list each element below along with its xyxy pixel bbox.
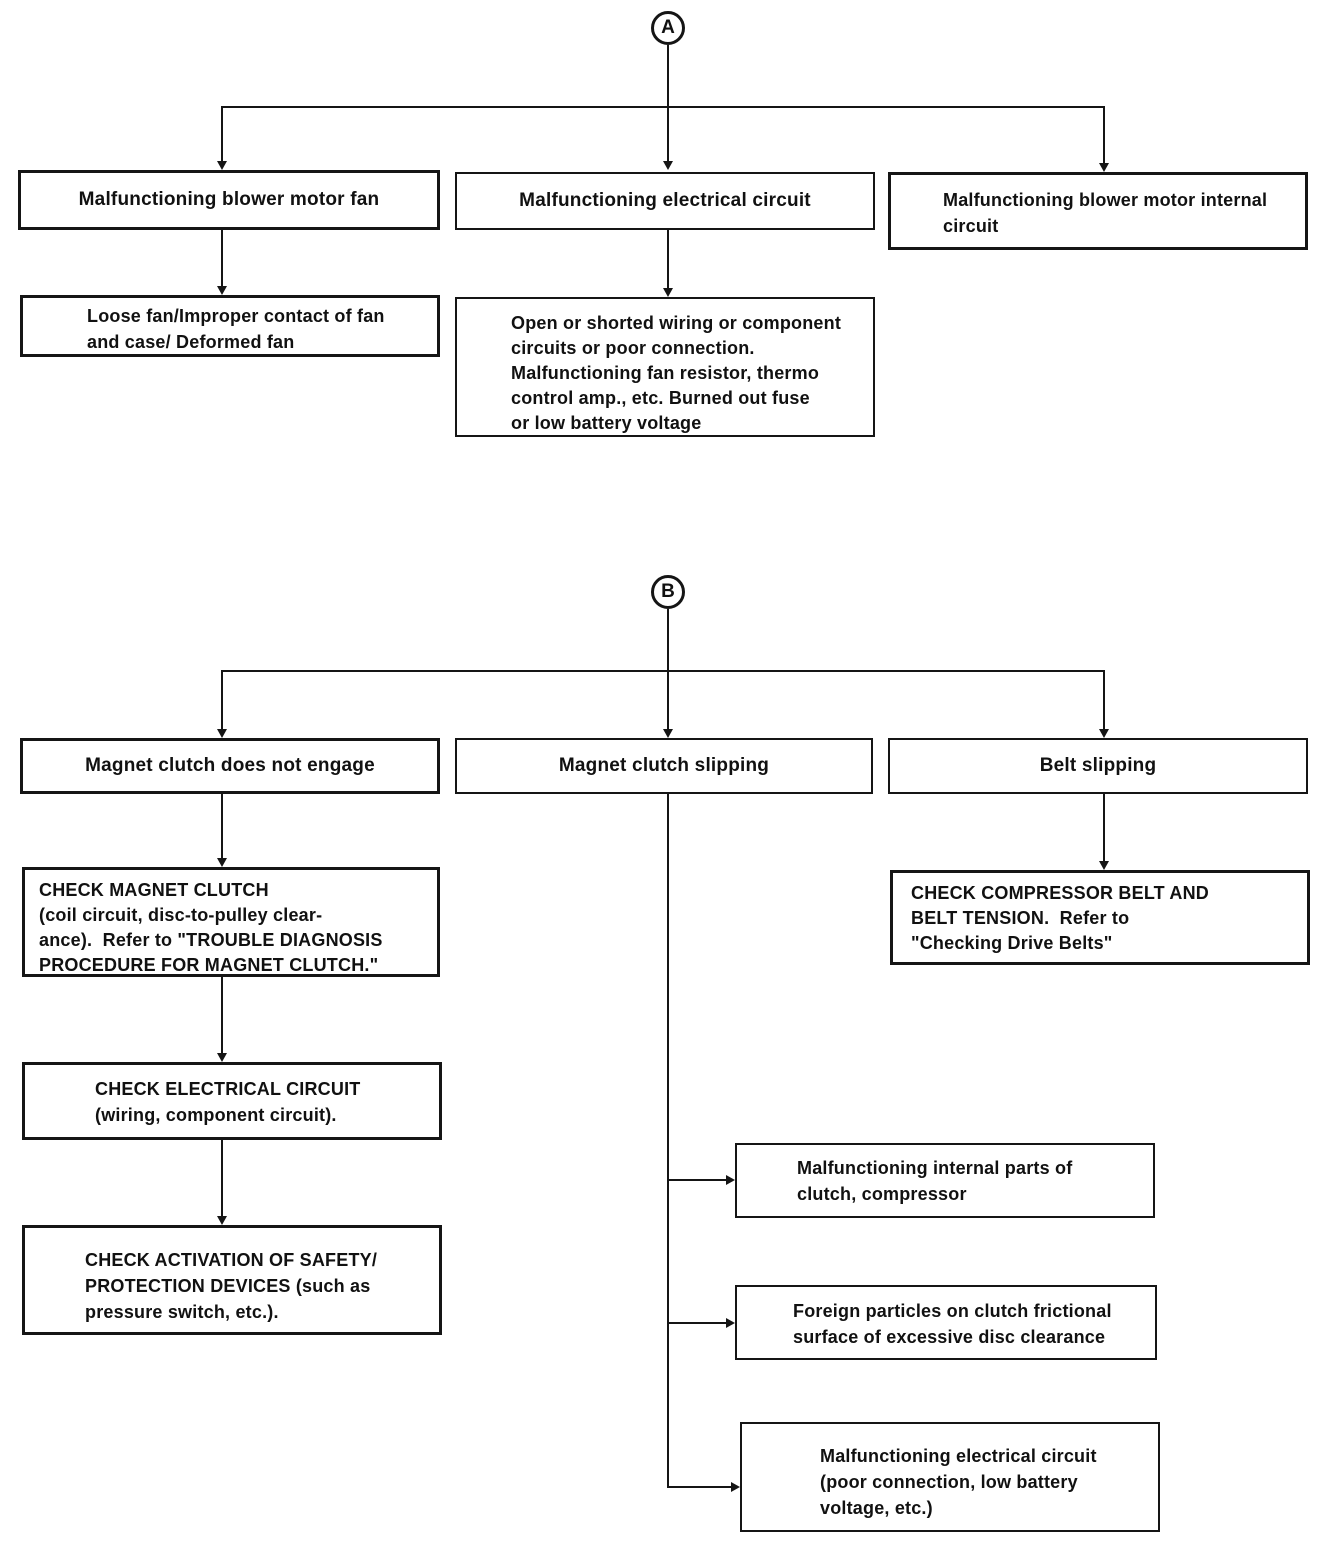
flow-line [668, 1179, 728, 1181]
arrowhead-down-icon [1099, 729, 1109, 738]
node-malfunctioning-electrical-circuit: Malfunctioning electrical circuit [455, 172, 875, 230]
node-label: Foreign particles on clutch frictional s… [793, 1301, 1112, 1347]
flow-line [667, 794, 669, 1488]
node-label: CHECK ACTIVATION OF SAFETY/ PROTECTION D… [85, 1250, 378, 1322]
flow-line [221, 106, 223, 162]
arrowhead-down-icon [663, 288, 673, 297]
node-label: Malfunctioning electrical circuit [519, 190, 811, 211]
arrowhead-down-icon [217, 858, 227, 867]
flow-line [221, 230, 223, 288]
node-label: Magnet clutch does not engage [85, 755, 375, 776]
node-label: Magnet clutch slipping [558, 755, 770, 776]
node-foreign-particles-clutch: Foreign particles on clutch frictional s… [735, 1285, 1157, 1360]
arrowhead-right-icon [731, 1482, 740, 1492]
flow-line [667, 45, 669, 108]
flow-line [221, 670, 223, 730]
flow-line [221, 794, 223, 860]
flow-line [221, 1140, 223, 1218]
arrowhead-down-icon [217, 161, 227, 170]
arrowhead-down-icon [1099, 861, 1109, 870]
arrowhead-down-icon [217, 1216, 227, 1225]
flow-line [667, 670, 669, 730]
connector-a-circle: A [651, 11, 685, 45]
arrowhead-down-icon [1099, 163, 1109, 172]
flow-line [1103, 670, 1105, 730]
node-check-compressor-belt: CHECK COMPRESSOR BELT AND BELT TENSION. … [890, 870, 1310, 965]
arrowhead-down-icon [217, 286, 227, 295]
flow-line [221, 106, 1105, 108]
connector-b-circle: B [651, 575, 685, 609]
flow-line [668, 1322, 728, 1324]
flow-line [668, 1486, 733, 1488]
arrowhead-down-icon [663, 161, 673, 170]
node-label: CHECK COMPRESSOR BELT AND BELT TENSION. … [911, 883, 1210, 953]
node-check-electrical-circuit: CHECK ELECTRICAL CIRCUIT (wiring, compon… [22, 1062, 442, 1140]
connector-b-label: B [661, 581, 675, 602]
node-label: Malfunctioning electrical circuit (poor … [820, 1446, 1097, 1518]
node-check-magnet-clutch: CHECK MAGNET CLUTCH (coil circuit, disc-… [22, 867, 440, 977]
node-label: Malfunctioning blower motor internal cir… [943, 190, 1268, 236]
node-malfunctioning-electrical-circuit-battery: Malfunctioning electrical circuit (poor … [740, 1422, 1160, 1532]
node-belt-slipping: Belt slipping [888, 738, 1308, 794]
arrowhead-right-icon [726, 1318, 735, 1328]
arrowhead-down-icon [663, 729, 673, 738]
node-label: Loose fan/Improper contact of fan and ca… [87, 306, 385, 352]
connector-a-label: A [661, 17, 675, 38]
node-label: Malfunctioning internal parts of clutch,… [797, 1158, 1073, 1204]
node-malfunctioning-blower-motor-fan: Malfunctioning blower motor fan [18, 170, 440, 230]
flow-line [1103, 106, 1105, 164]
node-label: Malfunctioning blower motor fan [78, 189, 380, 210]
flow-line [667, 609, 669, 672]
arrowhead-down-icon [217, 1053, 227, 1062]
node-label: Belt slipping [1039, 755, 1157, 776]
arrowhead-right-icon [726, 1175, 735, 1185]
arrowhead-down-icon [217, 729, 227, 738]
flow-line [221, 977, 223, 1055]
node-magnet-clutch-does-not-engage: Magnet clutch does not engage [20, 738, 440, 794]
node-label: CHECK MAGNET CLUTCH (coil circuit, disc-… [39, 880, 383, 975]
node-loose-fan-improper-contact: Loose fan/Improper contact of fan and ca… [20, 295, 440, 357]
node-malfunctioning-blower-motor-internal-circuit: Malfunctioning blower motor internal cir… [888, 172, 1308, 250]
node-check-activation-safety-devices: CHECK ACTIVATION OF SAFETY/ PROTECTION D… [22, 1225, 442, 1335]
node-open-shorted-wiring: Open or shorted wiring or component circ… [455, 297, 875, 437]
flow-line [221, 670, 1105, 672]
node-label: CHECK ELECTRICAL CIRCUIT (wiring, compon… [95, 1079, 361, 1125]
flow-line [1103, 794, 1105, 862]
node-malfunctioning-internal-parts: Malfunctioning internal parts of clutch,… [735, 1143, 1155, 1218]
flow-line [667, 230, 669, 290]
flow-line [667, 106, 669, 162]
node-magnet-clutch-slipping: Magnet clutch slipping [455, 738, 873, 794]
node-label: Open or shorted wiring or component circ… [511, 313, 842, 433]
